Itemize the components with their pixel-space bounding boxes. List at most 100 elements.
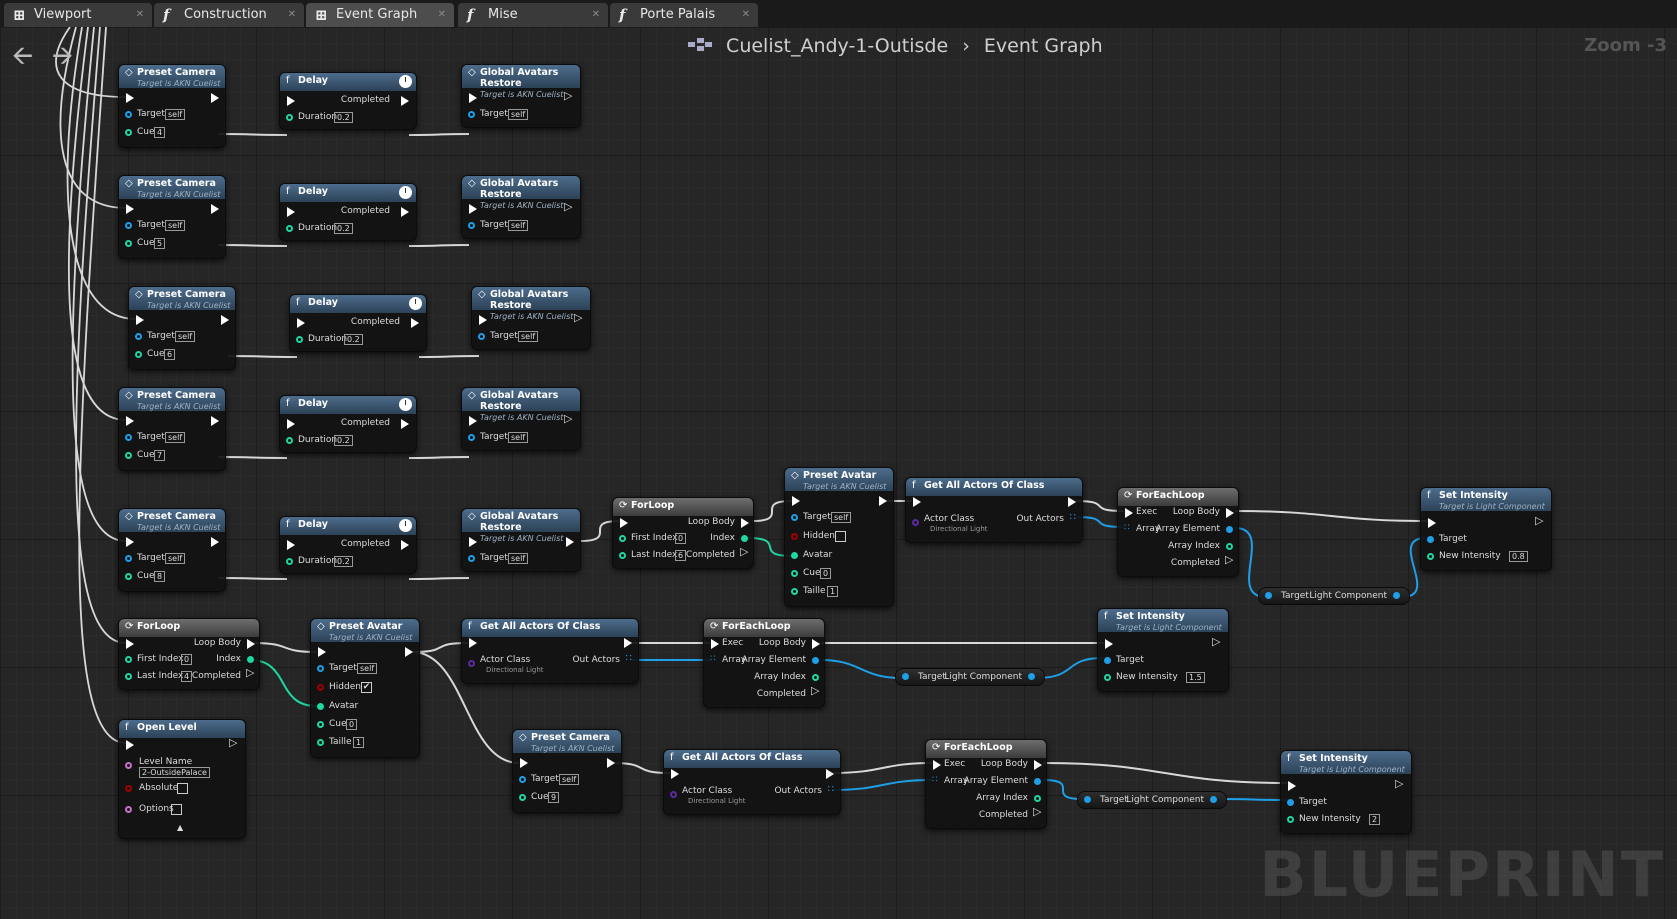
expand-arrow-icon[interactable]: ▲: [177, 823, 184, 832]
target-self-value[interactable]: self: [357, 663, 378, 674]
target-self-value[interactable]: self: [165, 553, 186, 564]
completed-exec-pin[interactable]: ▷: [246, 666, 255, 679]
target-pin[interactable]: [1427, 536, 1434, 543]
exec-out-pin[interactable]: ▷: [574, 311, 583, 324]
cue-pin[interactable]: [791, 570, 798, 577]
target-pin[interactable]: [1265, 592, 1272, 599]
forward-arrow-icon[interactable]: 🡪: [52, 41, 74, 71]
exec-in-pin[interactable]: [469, 204, 477, 214]
completed-exec-pin[interactable]: ▷: [1225, 553, 1234, 566]
exec-out-pin[interactable]: [607, 758, 615, 768]
new-intensity-value[interactable]: 2: [1369, 814, 1381, 825]
loop-body-exec-pin[interactable]: [741, 518, 749, 528]
exec-in-pin[interactable]: [1428, 518, 1436, 528]
exec-in-pin[interactable]: [469, 416, 477, 426]
array-index-pin[interactable]: [1034, 795, 1041, 802]
back-arrow-icon[interactable]: 🡨: [12, 41, 34, 71]
target-self-value[interactable]: self: [508, 553, 529, 564]
exec-in-pin[interactable]: [479, 315, 487, 325]
cue-pin[interactable]: [125, 573, 132, 580]
target-pin[interactable]: [1084, 796, 1091, 803]
actor-class-pin[interactable]: [912, 519, 919, 526]
first-index-value[interactable]: 0: [675, 533, 687, 544]
duration-pin[interactable]: [286, 225, 293, 232]
completed-exec-pin[interactable]: [401, 96, 409, 106]
tab-event-graph[interactable]: ⊞Event Graph✕: [306, 3, 454, 27]
loop-body-exec-pin[interactable]: [247, 639, 255, 649]
target-pin[interactable]: [902, 673, 909, 680]
tab-viewport[interactable]: ⊞Viewport✕: [4, 3, 152, 27]
taille-pin[interactable]: [317, 739, 324, 746]
exec-in-pin[interactable]: [469, 638, 477, 648]
level-name-value[interactable]: 2-OutsidePalace: [139, 767, 210, 778]
cue-pin[interactable]: [125, 452, 132, 459]
actor-class-dropdown[interactable]: Directional Light: [930, 525, 988, 533]
target-self-value[interactable]: self: [518, 331, 539, 342]
array-element-pin[interactable]: [1034, 778, 1041, 785]
cue-pin[interactable]: [125, 129, 132, 136]
actor-class-dropdown[interactable]: Directional Light: [486, 666, 544, 674]
cue-pin[interactable]: [135, 351, 142, 358]
options-pin[interactable]: [125, 806, 132, 813]
close-icon[interactable]: ✕: [135, 9, 144, 20]
completed-exec-pin[interactable]: [401, 419, 409, 429]
duration-value[interactable]: 0.2: [334, 223, 353, 234]
exec-out-pin[interactable]: [405, 647, 413, 657]
exec-out-pin[interactable]: [211, 93, 219, 103]
exec-in-pin[interactable]: [126, 537, 134, 547]
target-pin[interactable]: [125, 111, 132, 118]
exec-in-pin[interactable]: [913, 497, 921, 507]
new-intensity-pin[interactable]: [1427, 553, 1434, 560]
target-pin[interactable]: [519, 776, 526, 783]
target-self-value[interactable]: self: [175, 331, 196, 342]
cue-pin[interactable]: [125, 240, 132, 247]
last-index-pin[interactable]: [125, 673, 132, 680]
exec-in-pin[interactable]: [1125, 508, 1133, 518]
completed-exec-pin[interactable]: ▷: [1033, 805, 1042, 818]
exec-out-pin[interactable]: ▷: [229, 736, 238, 749]
duration-value[interactable]: 0.2: [334, 112, 353, 123]
duration-pin[interactable]: [286, 114, 293, 121]
level-name-pin[interactable]: [125, 762, 132, 769]
exec-out-pin[interactable]: ▷: [564, 89, 573, 102]
cue-value[interactable]: 7: [154, 450, 166, 461]
target-pin[interactable]: [468, 555, 475, 562]
exec-in-pin[interactable]: [287, 96, 295, 106]
target-pin[interactable]: [125, 222, 132, 229]
last-index-value[interactable]: 4: [181, 671, 193, 682]
target-pin[interactable]: [478, 333, 485, 340]
exec-in-pin[interactable]: [126, 740, 134, 750]
exec-in-pin[interactable]: [1288, 781, 1296, 791]
taille-value[interactable]: 1: [353, 737, 365, 748]
exec-in-pin[interactable]: [671, 769, 679, 779]
exec-out-pin[interactable]: [211, 416, 219, 426]
exec-out-pin[interactable]: [211, 537, 219, 547]
duration-pin[interactable]: [296, 336, 303, 343]
target-self-value[interactable]: self: [165, 109, 186, 120]
new-intensity-pin[interactable]: [1104, 674, 1111, 681]
target-self-value[interactable]: self: [508, 220, 529, 231]
actor-class-pin[interactable]: [468, 660, 475, 667]
cue-pin[interactable]: [519, 794, 526, 801]
exec-in-pin[interactable]: [126, 204, 134, 214]
actor-class-dropdown[interactable]: Directional Light: [688, 797, 746, 805]
index-pin[interactable]: [741, 535, 748, 542]
duration-value[interactable]: 0.2: [344, 334, 363, 345]
new-intensity-value[interactable]: 0.8: [1509, 551, 1528, 562]
exec-in-pin[interactable]: [287, 540, 295, 550]
exec-out-pin[interactable]: ▷: [1395, 777, 1404, 790]
